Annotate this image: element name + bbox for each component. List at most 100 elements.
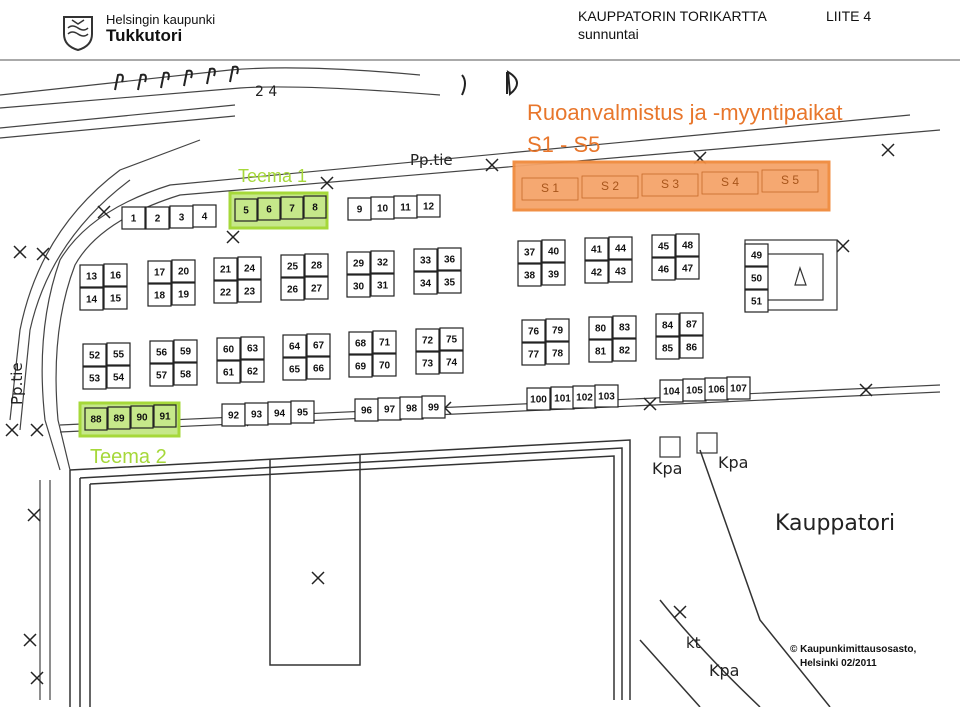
stall-number: 12 xyxy=(423,202,435,213)
market-hall xyxy=(69,439,831,707)
stall-number: 107 xyxy=(730,384,747,395)
market-stall: 70 xyxy=(372,353,397,377)
stall-number: 94 xyxy=(274,409,286,420)
stall-box xyxy=(348,354,373,378)
stall-box xyxy=(290,400,315,424)
copyright-line1: © Kaupunkimittausosasto, xyxy=(790,644,916,655)
street-label-left: Pp.tie xyxy=(8,362,26,405)
stall-number: 6 xyxy=(266,205,272,216)
stall-box xyxy=(439,327,464,351)
stall-number: 41 xyxy=(591,245,603,256)
stall-number: 80 xyxy=(595,324,607,335)
market-stall: 51 xyxy=(744,289,769,313)
stall-number: 70 xyxy=(379,361,391,372)
stall-number: 89 xyxy=(113,414,125,425)
stall-number: 40 xyxy=(548,247,560,258)
market-stall: 14 xyxy=(79,287,104,311)
city-logo xyxy=(60,14,96,52)
lamp-icon xyxy=(859,383,873,397)
market-stall: 90 xyxy=(130,405,154,429)
stall-number: 39 xyxy=(548,270,560,281)
stall-box xyxy=(437,247,462,271)
stall-number: 53 xyxy=(89,374,101,385)
market-stall: 44 xyxy=(608,236,633,260)
market-stall: 27 xyxy=(304,276,329,300)
stall-box xyxy=(147,260,172,284)
stall-box xyxy=(216,360,241,384)
org-unit: Tukkutori xyxy=(106,26,183,45)
food-stall-label: S 5 xyxy=(781,173,799,187)
stall-number: 15 xyxy=(110,294,122,305)
stall-box xyxy=(744,243,769,267)
square-name: Kauppatori xyxy=(775,511,895,536)
kiosk-label-1: Kpa xyxy=(652,459,682,478)
stall-box xyxy=(237,256,262,280)
stall-box xyxy=(545,318,570,342)
market-stall: 61 xyxy=(216,360,241,384)
stall-number: 79 xyxy=(552,326,564,337)
market-stall: 8 xyxy=(303,195,327,219)
stall-number: 27 xyxy=(311,284,323,295)
market-stall: 28 xyxy=(304,253,329,277)
stall-number: 64 xyxy=(289,342,301,353)
stall-number: 28 xyxy=(311,261,323,272)
food-stall-box xyxy=(521,177,579,201)
road-number: 2 4 xyxy=(255,84,277,100)
kiosk-label-2: Kpa xyxy=(718,453,748,472)
market-stall: 98 xyxy=(399,396,424,420)
food-stall-box xyxy=(581,175,639,199)
theme1-label: Teema 1 xyxy=(238,166,307,186)
stall-box xyxy=(651,257,676,281)
market-stall: 34 xyxy=(413,271,438,295)
market-stall: 86 xyxy=(679,335,704,359)
market-stall: 80 xyxy=(588,316,613,340)
stall-box xyxy=(545,341,570,365)
market-stall: 6 xyxy=(257,197,281,221)
market-stall: 103 xyxy=(594,384,619,408)
stall-box xyxy=(416,194,441,218)
lamp-icon xyxy=(27,508,41,522)
stall-number: 1 xyxy=(131,214,137,225)
lamp-icon xyxy=(13,245,27,259)
market-stall: 96 xyxy=(354,398,379,422)
lamp-posts xyxy=(5,143,895,685)
market-stall: 52 xyxy=(82,343,107,367)
stall-number: 90 xyxy=(136,413,148,424)
stall-number: 17 xyxy=(154,268,166,279)
stall-box xyxy=(303,195,327,219)
market-stall: 81 xyxy=(588,339,613,363)
stall-number: 96 xyxy=(361,406,373,417)
market-stall: 43 xyxy=(608,259,633,283)
lamp-icon xyxy=(23,633,37,647)
lamp-icon xyxy=(30,671,44,685)
market-stall: 83 xyxy=(612,315,637,339)
stall-number: 71 xyxy=(379,338,391,349)
stall-box xyxy=(306,356,331,380)
stall-number: 52 xyxy=(89,351,101,362)
stall-number: 45 xyxy=(658,242,670,253)
market-stall: 3 xyxy=(169,205,194,229)
market-stall: 78 xyxy=(545,341,570,365)
stall-box xyxy=(679,312,704,336)
stall-number: 57 xyxy=(156,371,168,382)
market-stall: 76 xyxy=(521,319,546,343)
market-stall: 65 xyxy=(282,357,307,381)
stall-box xyxy=(173,339,198,363)
market-stall: 22 xyxy=(213,280,238,304)
stall-number: 25 xyxy=(287,262,299,273)
kt-label: kt xyxy=(686,634,701,652)
lamp-icon xyxy=(30,423,44,437)
market-stall: 104 xyxy=(659,379,684,403)
stall-box xyxy=(521,319,546,343)
lamp-icon xyxy=(311,571,325,585)
market-stall: 45 xyxy=(651,234,676,258)
stall-number: 100 xyxy=(530,395,547,406)
stall-box xyxy=(370,250,395,274)
stall-box xyxy=(675,256,700,280)
stall-box xyxy=(121,206,146,230)
stall-box xyxy=(280,277,305,301)
map-subtitle: sunnuntai xyxy=(578,26,639,42)
stall-box xyxy=(584,260,609,284)
